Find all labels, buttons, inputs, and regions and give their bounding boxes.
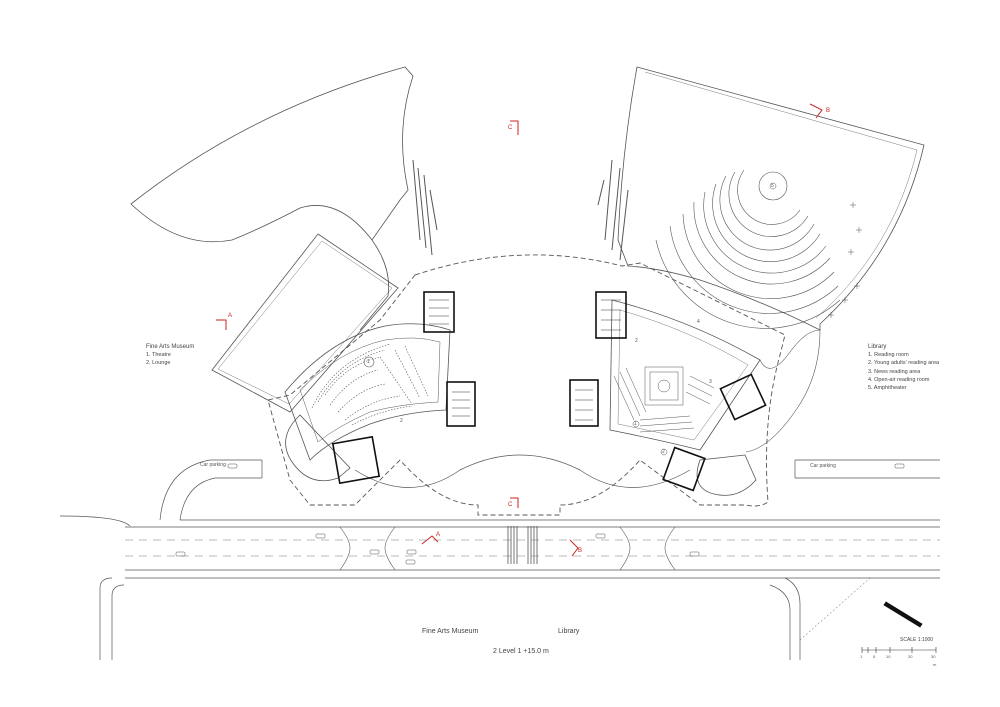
section-mark-b-top — [809, 103, 823, 119]
cores — [331, 291, 767, 492]
parking-label-right: Car parking — [810, 463, 836, 469]
legend-museum-item: 1. Theatre — [146, 352, 171, 359]
parking-label-left: Car parking — [200, 462, 226, 468]
level-label: 2 Level 1 +15.0 m — [493, 648, 549, 655]
legend-library-item: 2. Young adults' reading area — [868, 360, 940, 367]
scale-label: SCALE 1:1000 — [900, 637, 934, 643]
road — [59, 515, 940, 579]
scale-unit: m — [933, 662, 937, 667]
scale-bar — [861, 647, 937, 653]
scale-tick: 10 — [886, 654, 891, 659]
scale-tick: 1 — [860, 654, 863, 659]
scale-tick: 30 — [931, 654, 936, 659]
legend-museum-title: Fine Arts Museum — [146, 344, 195, 350]
legend-library-item: 3. News reading area — [868, 368, 921, 375]
museum-entry-pod — [285, 414, 351, 482]
legend-library-item: 5. Amphitheater — [868, 385, 907, 392]
scale-tick: 5 — [873, 654, 876, 659]
parking-ramp-left — [159, 459, 262, 521]
road-south-left — [99, 577, 125, 660]
section-mark-b-road — [569, 539, 579, 557]
section-letter-c-top: C — [508, 125, 513, 131]
museum-theatre-hall — [284, 323, 451, 461]
library-outer-wing — [617, 66, 925, 331]
section-letter-a-road: A — [436, 532, 441, 538]
legend-museum: Fine Arts Museum 1. Theatre 2. Lounge — [146, 343, 194, 368]
section-mark-c-bottom — [510, 497, 519, 508]
museum-outer-wing — [130, 66, 414, 243]
room-number-young-adults-a: 2 — [635, 338, 638, 344]
room-number-amphitheater: 5 — [771, 183, 774, 189]
section-mark-a-left — [216, 319, 227, 330]
caption-museum: Fine Arts Museum — [422, 628, 479, 635]
section-mark-a-road — [421, 535, 439, 545]
library-reading-hall — [609, 299, 761, 451]
section-mark-c-top — [510, 120, 519, 135]
caption-library: Library — [558, 628, 580, 635]
museum-wing-curve — [359, 239, 390, 331]
scale-tick: 20 — [908, 654, 913, 659]
room-number-news-reading: 3 — [709, 379, 712, 385]
room-number-theatre: 1 — [367, 359, 370, 365]
legend-library-title: Library — [868, 344, 887, 350]
room-number-young-adults-b: 2 — [662, 449, 665, 455]
room-number-reading-room: 1 — [634, 421, 637, 427]
plaza-arc — [354, 454, 691, 488]
museum-lounge-block — [211, 233, 399, 413]
section-letter-b-road: B — [578, 548, 583, 554]
north-arrow — [883, 601, 923, 628]
room-number-lounge: 2 — [400, 418, 403, 424]
section-letter-b-top: B — [826, 108, 831, 114]
amphitheater-seating — [655, 169, 841, 329]
room-number-open-air: 4 — [697, 319, 700, 325]
section-letter-c-bottom: C — [508, 502, 513, 508]
legend-library: Library 1. Reading room 2. Young adults'… — [868, 343, 939, 392]
section-letter-a-top: A — [228, 313, 233, 319]
plaza-boundary — [267, 254, 786, 516]
library-entry-pod — [696, 454, 757, 496]
legend-library-item: 4. Open-air reading room — [868, 376, 930, 383]
road-south-right — [769, 577, 801, 660]
parking-ramp-right — [794, 459, 940, 479]
legend-library-item: 1. Reading room — [868, 352, 909, 359]
legend-museum-item: 2. Lounge — [146, 360, 171, 367]
